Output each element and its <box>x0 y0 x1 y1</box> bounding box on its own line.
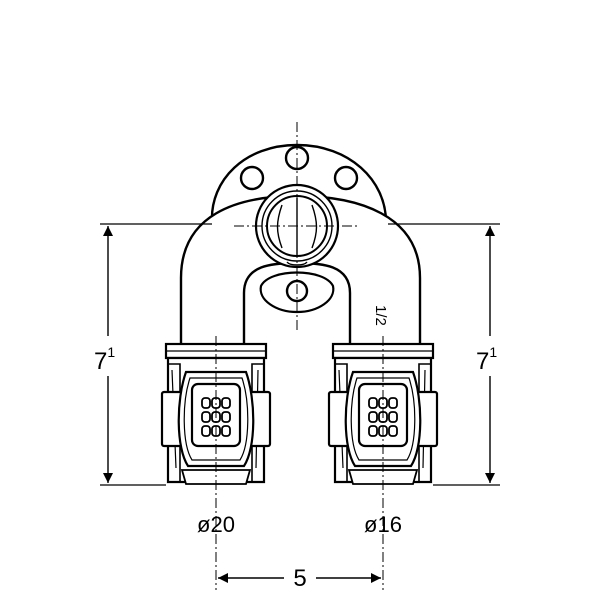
flange-holes <box>239 145 359 191</box>
height-label-left-superscript: 1 <box>107 344 115 360</box>
svg-text:71: 71 <box>476 344 497 375</box>
height-dimension-right: 71 <box>472 226 508 483</box>
right-press-fitting <box>327 342 439 485</box>
flange-hole-left <box>239 165 265 191</box>
spacing-label: 5 <box>293 565 306 592</box>
spacing-dimension: 5 <box>218 562 381 592</box>
diameter-label-left: ø20 <box>197 512 235 537</box>
center-lines <box>215 122 384 590</box>
u-body <box>179 194 422 347</box>
flange-hole-right <box>333 165 359 191</box>
height-label-right: 7 <box>476 348 489 375</box>
extension-lines <box>100 223 500 486</box>
diameter-label-right: ø16 <box>364 512 402 537</box>
height-label-left: 7 <box>94 348 107 375</box>
height-dimension-left: 71 <box>90 226 124 483</box>
svg-text:71: 71 <box>94 344 115 375</box>
thread-size-label: 1/2 <box>372 305 389 326</box>
height-label-right-superscript: 1 <box>489 344 497 360</box>
